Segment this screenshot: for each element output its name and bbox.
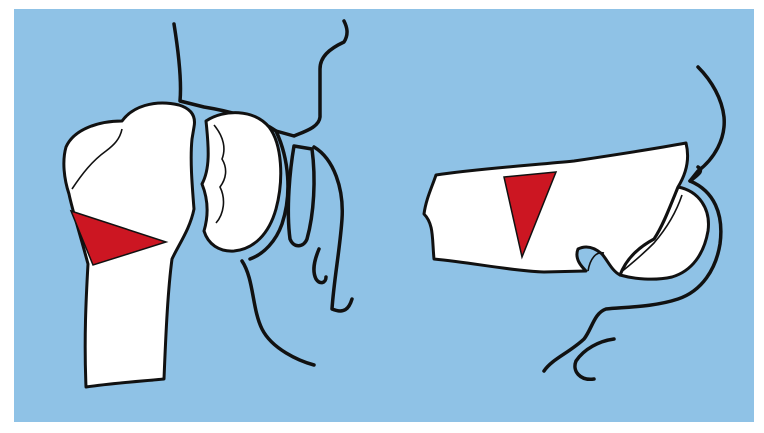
medical-illustration — [14, 9, 754, 422]
illustration-panel — [14, 9, 754, 422]
